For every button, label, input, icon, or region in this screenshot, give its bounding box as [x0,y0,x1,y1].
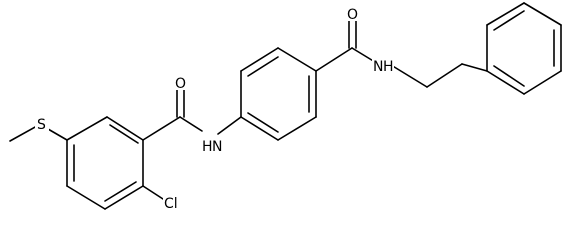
molecule-structure: S O N H O N H Cl [9,2,562,212]
bond-ringC-2 [486,2,525,26]
bond-ringB-6 [240,116,279,141]
bond-nh-ch2 [390,64,428,88]
bond-ringA-4 [104,185,144,210]
atom-sulfur-label: S [37,117,46,133]
bond-ringB-2 [240,47,279,72]
atom-nitrogen-left-label: N [212,139,222,155]
atom-chlorine-label: Cl [164,196,178,212]
bond-ringB-5 [277,116,317,141]
atom-nitrogen-right-label: N [373,59,383,75]
bond-ringA-2 [106,116,144,141]
bond-ringC-3 [523,2,562,26]
atom-labels: S O N H O N H Cl [35,5,394,212]
bond-ringA-inner-1 [109,124,139,144]
bond-ring-carbonyl-left [142,116,181,141]
bond-ringB-inner-1 [247,56,279,77]
bond-nh-ringB [217,116,242,135]
atom-oxygen-right-label: O [347,7,358,23]
bond-ch2-ch2 [426,63,463,88]
atom-hydrogen-right-label: H [383,59,394,75]
bond-set [9,2,562,210]
bond-ringC-6 [486,70,525,95]
bond-s-ring [47,128,68,141]
bond-ringC-inner-1 [493,10,525,31]
molecule-canvas: S O N H O N H Cl [9,2,562,212]
bond-ringA-1 [66,116,108,141]
atom-hydrogen-left-label: H [202,139,213,155]
bond-ringC-inner-3 [493,65,525,87]
bond-ringC-5 [523,70,562,95]
bond-methyl-s [9,125,38,142]
bond-ringB-3 [277,47,317,72]
bond-c-nh-left [179,116,203,132]
atom-oxygen-left-label: O [175,76,186,92]
bond-ring-cl [142,185,164,200]
bond-ringA-5 [66,185,106,210]
bond-ring-carbonyl-right [315,47,353,72]
bond-ringB-inner-3 [247,112,279,133]
bond-c-nh-right [351,47,376,63]
bond-ch2-ringC [461,63,488,72]
bond-ringA-inner-2 [104,181,137,202]
